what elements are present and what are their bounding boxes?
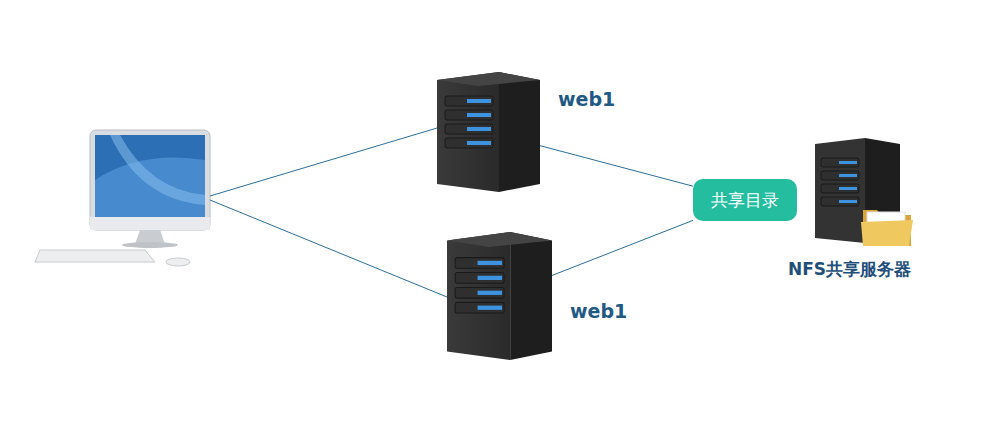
server-icon xyxy=(447,232,552,360)
connector xyxy=(552,220,693,275)
server-node: web1 xyxy=(447,232,552,360)
connector-line xyxy=(540,146,693,187)
client-link xyxy=(210,128,447,297)
server-node: NFS共享服务器 xyxy=(815,138,915,248)
server-label: web1 xyxy=(558,88,615,110)
nfs-server-icon xyxy=(815,138,915,248)
server-icon xyxy=(437,72,540,192)
server-label: web1 xyxy=(570,300,627,322)
connector-line xyxy=(552,220,693,275)
server-node: web1 xyxy=(437,72,540,192)
computer-icon xyxy=(35,130,210,266)
box-label: 共享目录 xyxy=(711,189,779,212)
shared-dir-box: 共享目录 xyxy=(693,179,797,221)
connector xyxy=(540,146,693,187)
server-label: NFS共享服务器 xyxy=(788,258,911,281)
